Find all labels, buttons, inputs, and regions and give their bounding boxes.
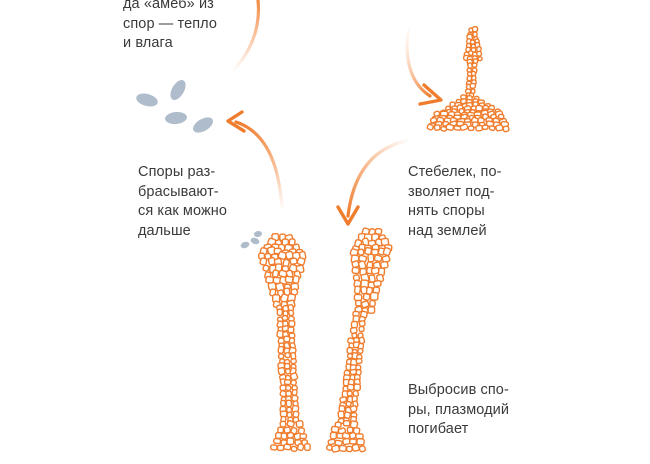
label-spores-scatter: Споры раз- брасывают- ся как можно дальш… xyxy=(138,164,228,239)
fruiting-body-icon-small xyxy=(426,26,510,133)
fruiting-body-icon-left xyxy=(258,233,311,453)
arrow-icon-to-large-bodies xyxy=(336,138,412,226)
label-top-amoeba: да «амеб» из спор — тепло и влага xyxy=(123,0,218,51)
spore-icon-cluster xyxy=(136,80,213,133)
arrow-icon-top-arc xyxy=(230,0,261,74)
label-plasmodium-dies: Выбросив спо- ры, плазмодий погибает xyxy=(408,382,510,437)
spore-icon-small xyxy=(240,230,262,249)
arrow-icon-to-spores xyxy=(226,110,284,212)
label-stalk: Стебелек, по- зволяет под- нять споры на… xyxy=(408,164,502,239)
fruiting-body-icon-right xyxy=(325,227,393,453)
arrow-icon-to-small-body xyxy=(405,26,443,106)
